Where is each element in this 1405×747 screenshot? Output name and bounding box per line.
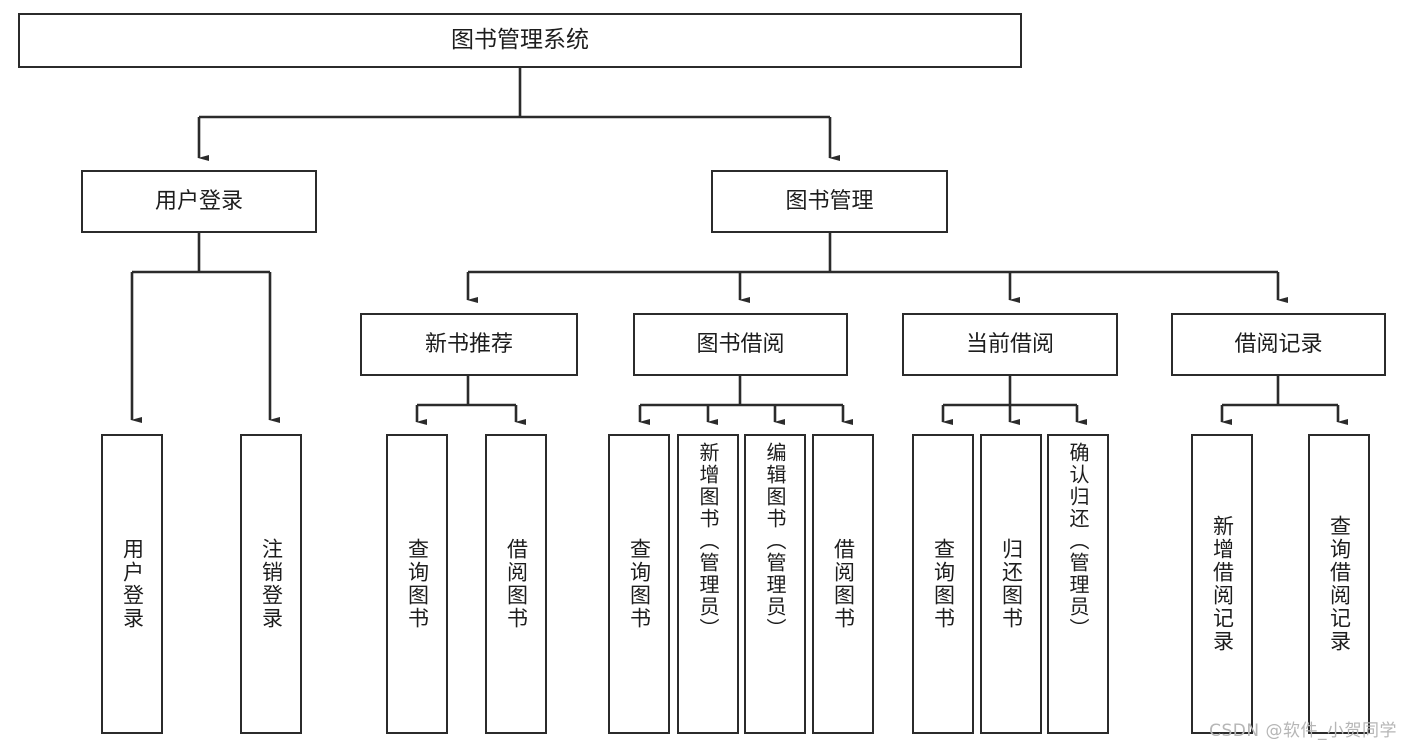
leaf-borrow-book-recommend[interactable]: 借阅图书 — [485, 434, 547, 734]
node-label: 确认归还（管理员） — [1066, 442, 1090, 640]
leaf-logout-login[interactable]: 注销登录 — [240, 434, 302, 734]
node-label: 查询图书 — [405, 538, 430, 630]
node-label: 借阅图书 — [831, 538, 856, 630]
node-label: 图书管理 — [785, 188, 874, 214]
node-label: 新增图书（管理员） — [696, 442, 720, 640]
node-label: 新书推荐 — [424, 331, 513, 357]
node-root-system[interactable]: 图书管理系统 — [18, 13, 1022, 68]
node-label: 查询借阅记录 — [1327, 515, 1352, 653]
node-label: 查询图书 — [627, 538, 652, 630]
node-borrow-record[interactable]: 借阅记录 — [1171, 313, 1386, 376]
leaf-edit-book[interactable]: 编辑图书（管理员） — [744, 434, 806, 734]
node-current-borrow[interactable]: 当前借阅 — [902, 313, 1118, 376]
node-label: 图书管理系统 — [451, 27, 589, 54]
node-user-login[interactable]: 用户登录 — [81, 170, 317, 233]
node-book-borrow[interactable]: 图书借阅 — [633, 313, 848, 376]
node-label: 注销登录 — [259, 538, 284, 630]
leaf-add-book[interactable]: 新增图书（管理员） — [677, 434, 739, 734]
node-book-management[interactable]: 图书管理 — [711, 170, 948, 233]
leaf-query-borrow-record[interactable]: 查询借阅记录 — [1308, 434, 1370, 734]
node-label: 用户登录 — [154, 188, 243, 214]
node-label: 新增借阅记录 — [1210, 515, 1235, 653]
leaf-query-book-borrow[interactable]: 查询图书 — [608, 434, 670, 734]
leaf-confirm-return[interactable]: 确认归还（管理员） — [1047, 434, 1109, 734]
node-label: 借阅记录 — [1234, 331, 1323, 357]
leaf-query-book-current[interactable]: 查询图书 — [912, 434, 974, 734]
node-label: 编辑图书（管理员） — [763, 442, 787, 640]
node-new-book-recommend[interactable]: 新书推荐 — [360, 313, 578, 376]
leaf-user-login[interactable]: 用户登录 — [101, 434, 163, 734]
node-label: 用户登录 — [120, 538, 145, 630]
leaf-query-book-recommend[interactable]: 查询图书 — [386, 434, 448, 734]
node-label: 借阅图书 — [504, 538, 529, 630]
node-label: 归还图书 — [999, 538, 1024, 630]
leaf-add-borrow-record[interactable]: 新增借阅记录 — [1191, 434, 1253, 734]
watermark: CSDN @软件_小贺同学 — [1209, 721, 1397, 741]
node-label: 图书借阅 — [696, 331, 785, 357]
node-label: 当前借阅 — [965, 331, 1054, 357]
leaf-borrow-book[interactable]: 借阅图书 — [812, 434, 874, 734]
leaf-return-book[interactable]: 归还图书 — [980, 434, 1042, 734]
node-label: 查询图书 — [931, 538, 956, 630]
